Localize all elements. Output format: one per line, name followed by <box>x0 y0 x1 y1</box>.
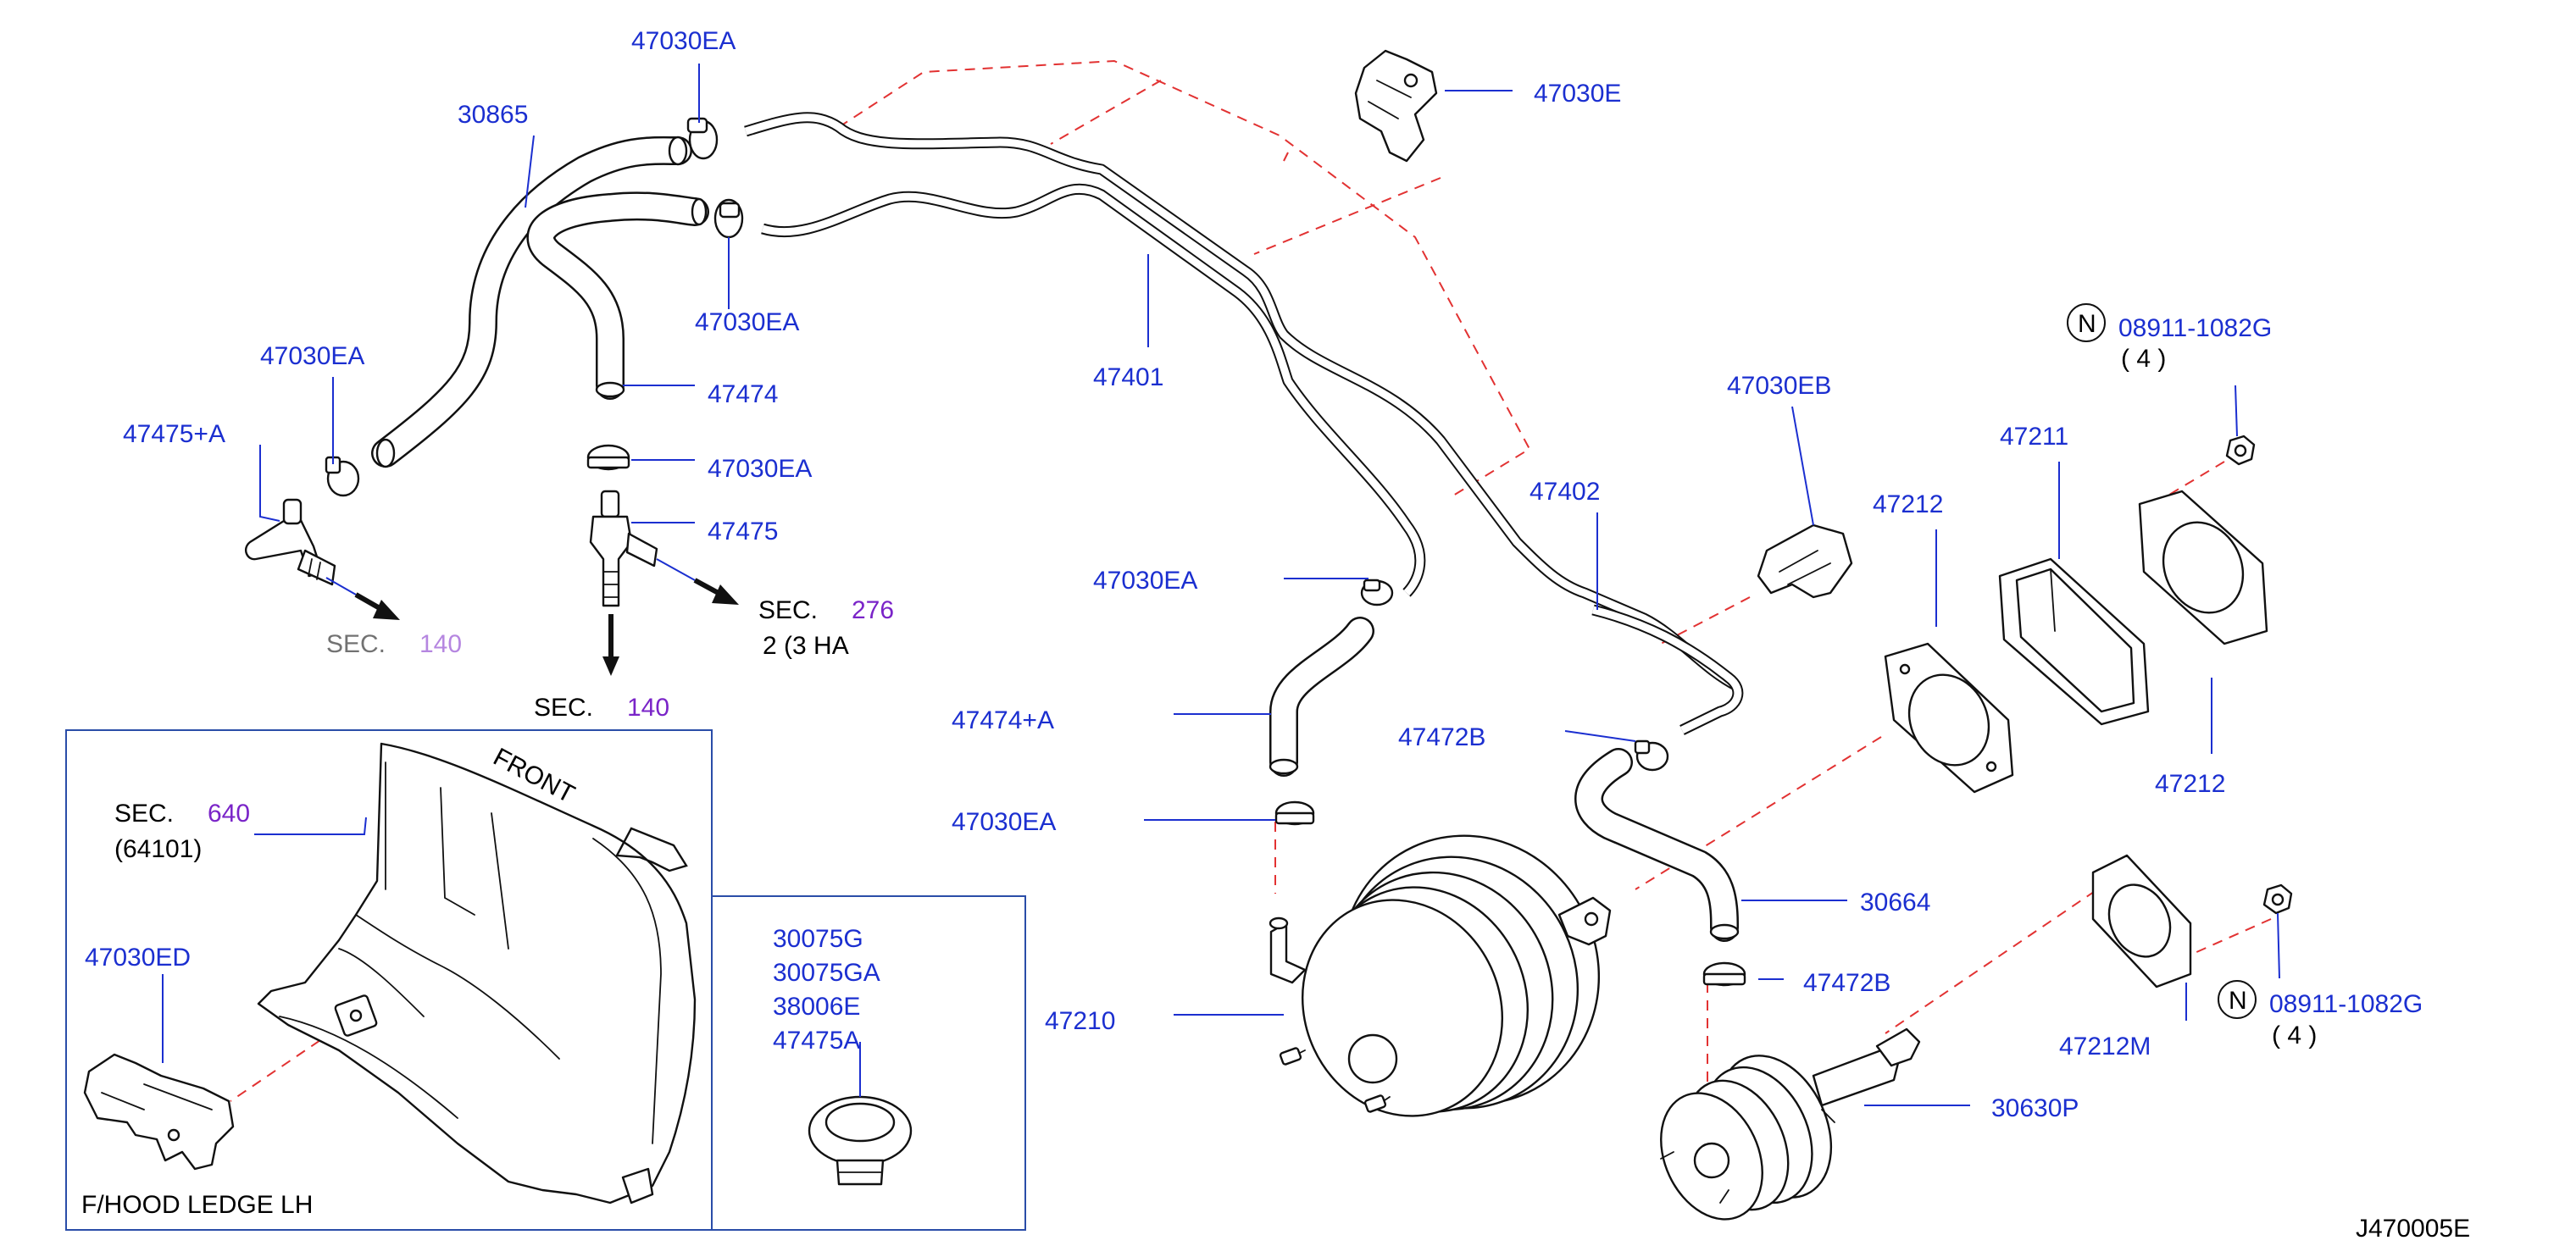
svg-text:SEC.: SEC. <box>326 630 386 658</box>
svg-text:SEC.: SEC. <box>534 694 593 722</box>
leader-lines <box>259 64 2280 1106</box>
label-47212-right: 47212 <box>2155 770 2225 798</box>
clamp-47030EA-lower <box>1274 800 1315 826</box>
label-47212-top: 47212 <box>1873 490 1943 518</box>
svg-text:276: 276 <box>852 596 894 624</box>
section-ref-140-bottom: SEC. 140 <box>534 694 669 722</box>
label-08911-1082G-top: 08911-1082G <box>2118 314 2272 342</box>
gasket-47212-right <box>2138 490 2268 645</box>
arrows <box>354 578 739 676</box>
fitting-47475-plus-a <box>244 498 336 586</box>
brake-booster-47210 <box>1269 834 1612 1117</box>
label-47030EA-top: 47030EA <box>631 27 736 55</box>
grommet-part-3: 47475A <box>773 1027 860 1055</box>
label-47475-plus-a: 47475+A <box>123 420 225 448</box>
label-30664: 30664 <box>1860 889 1930 916</box>
grommet-part-2: 38006E <box>773 993 860 1021</box>
label-47474-plus-a: 47474+A <box>952 706 1054 734</box>
nut-08911-1082G-bottom <box>2262 883 2293 915</box>
clamp-47030EA-pipe <box>1360 579 1394 606</box>
label-47210: 47210 <box>1045 1007 1115 1035</box>
n-marker-top: N <box>2067 303 2106 342</box>
clamp-47030EA-left <box>325 456 360 497</box>
clamp-47472B-top <box>1634 739 1669 772</box>
hose-30865 <box>371 136 692 468</box>
svg-text:640: 640 <box>208 800 250 828</box>
svg-text:2 (3 HA: 2 (3 HA <box>763 632 849 660</box>
clip-47030E <box>1354 49 1438 163</box>
nut-08911-1082G-top <box>2225 435 2256 466</box>
hose-30664 <box>1574 748 1740 942</box>
bracket-47030EB <box>1757 523 1853 599</box>
pipe-47401 <box>744 112 1744 735</box>
svg-text:(64101): (64101) <box>114 835 202 863</box>
label-47030EA-mid: 47030EA <box>695 308 799 336</box>
n-mark-bottom-text: N <box>2229 987 2247 1015</box>
grommet-part-0: 30075G <box>773 925 863 953</box>
label-47211: 47211 <box>2000 423 2068 451</box>
label-30630P: 30630P <box>1991 1094 2079 1122</box>
svg-text:SEC.: SEC. <box>114 800 174 828</box>
inset-caption: F/HOOD LEDGE LH <box>81 1191 313 1219</box>
section-ref-140-left: SEC. 140 <box>326 630 462 658</box>
svg-text:SEC.: SEC. <box>758 596 818 624</box>
n-mark-top-text: N <box>2078 310 2096 338</box>
label-47212M: 47212M <box>2059 1033 2151 1060</box>
label-47030E: 47030E <box>1534 80 1621 108</box>
label-30865: 30865 <box>458 101 528 129</box>
label-qty-top: ( 4 ) <box>2121 345 2166 373</box>
label-47030EA-d: 47030EA <box>952 808 1056 836</box>
svg-text:140: 140 <box>419 630 462 658</box>
svg-text:140: 140 <box>627 694 669 722</box>
label-47030EA-c: 47030EA <box>1093 567 1197 595</box>
label-47030EB: 47030EB <box>1727 372 1831 400</box>
label-47474: 47474 <box>708 380 778 408</box>
label-47030EA-b: 47030EA <box>708 455 812 483</box>
label-47030EA-left: 47030EA <box>260 342 364 370</box>
gasket-47212M <box>2091 854 2192 988</box>
n-marker-bottom: N <box>2218 980 2257 1019</box>
label-47472B-bottom: 47472B <box>1803 969 1890 997</box>
label-47475: 47475 <box>708 518 778 545</box>
plate-47211 <box>1998 557 2150 726</box>
clamp-47472B-bottom <box>1702 961 1746 987</box>
valve-47475 <box>589 490 658 607</box>
label-47401: 47401 <box>1093 363 1163 391</box>
label-qty-bottom: ( 4 ) <box>2272 1022 2317 1049</box>
section-ref-276: SEC. 276 2 (3 HA <box>758 596 894 660</box>
brake-booster-30630P <box>1660 1027 1921 1221</box>
label-47472B-top: 47472B <box>1398 723 1485 751</box>
part-labels: 30865 47030EA 47030EA 47030EA 47475+A 47… <box>123 27 2470 1243</box>
label-47030ED: 47030ED <box>85 944 191 972</box>
diagram-id: J470005E <box>2356 1215 2470 1243</box>
clamp-47030EA-center <box>586 444 630 471</box>
label-47402: 47402 <box>1530 478 1600 506</box>
gasket-47212-left <box>1884 642 2014 794</box>
hose-47474-plus-a <box>1269 617 1374 777</box>
grommet-part-1: 30075GA <box>773 959 880 987</box>
label-08911-1082G-bottom: 08911-1082G <box>2269 990 2423 1018</box>
inset-hood-ledge: FRONT SEC. 640 (64101) 47030ED F/HOOD LE… <box>65 729 1026 1231</box>
hose-47474 <box>526 191 709 400</box>
